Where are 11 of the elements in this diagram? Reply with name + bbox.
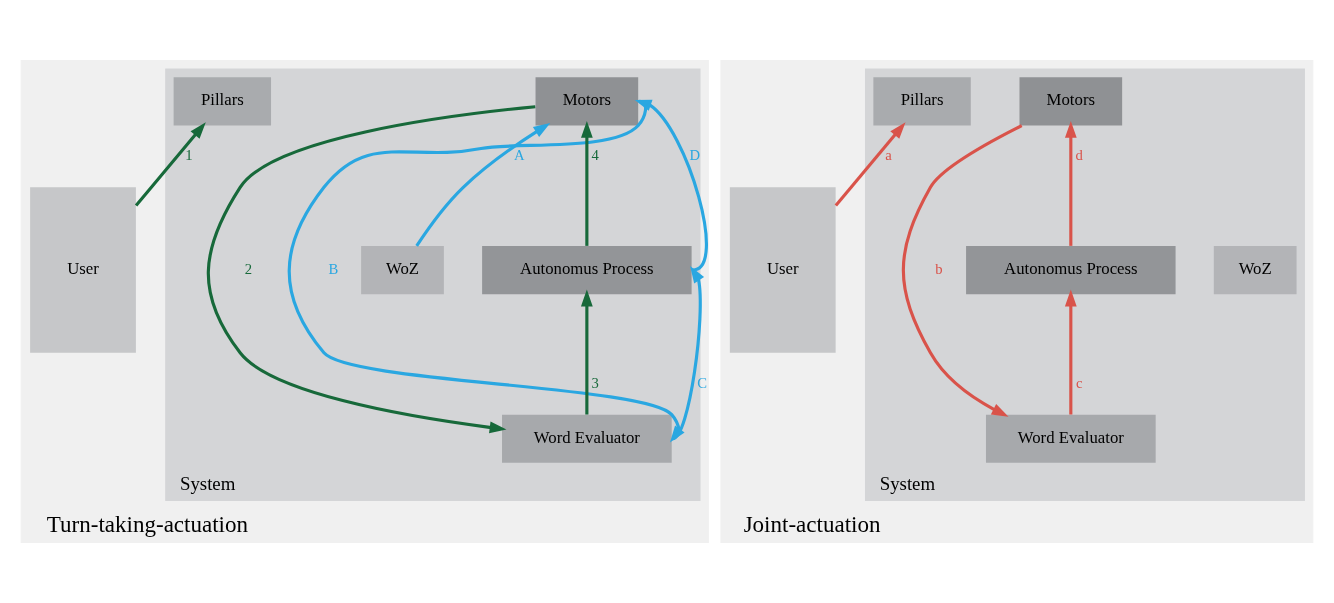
edge-label: A: [514, 147, 525, 164]
edge-label: b: [935, 260, 943, 277]
edge-label: B: [328, 260, 339, 277]
edge-label: 2: [244, 260, 253, 277]
edge-label: a: [885, 147, 892, 164]
edge-label: D: [689, 147, 701, 164]
edge-label: 3: [591, 374, 599, 391]
edge-label: 4: [591, 147, 599, 164]
edge-label: 1: [185, 147, 193, 164]
edge-label: d: [1075, 147, 1083, 164]
edge-label: c: [1075, 374, 1083, 391]
